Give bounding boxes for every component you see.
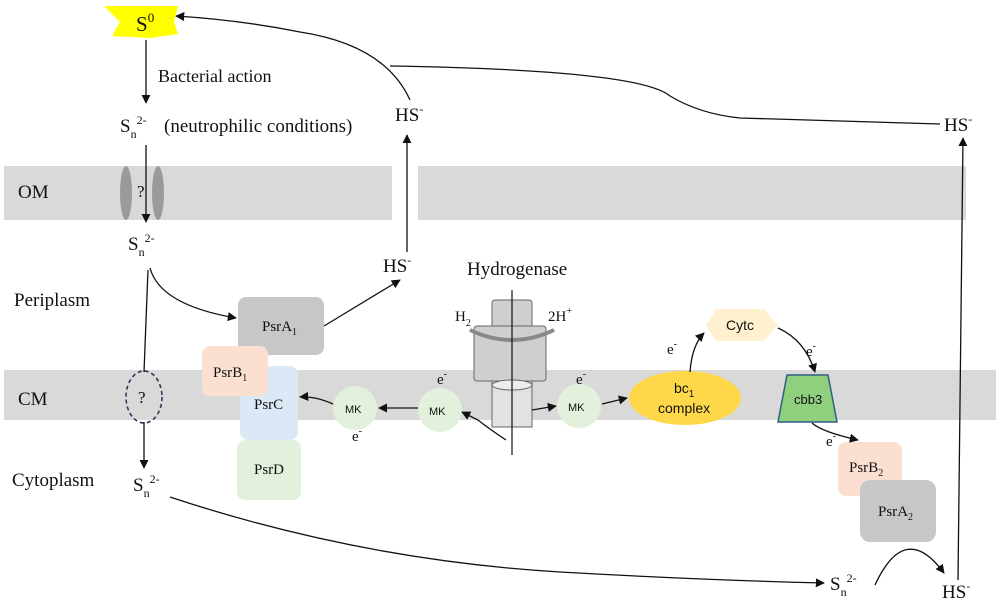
hs-bottom-label: HS- <box>942 579 970 603</box>
om-pore-right <box>152 166 164 220</box>
psrB1-label: PsrB1 <box>213 365 247 384</box>
cbb3-trapezoid <box>777 374 838 423</box>
sn-top-label: Sn2- <box>120 113 147 141</box>
hs-right-label: HS- <box>944 112 972 136</box>
h-plus-label: 2H+ <box>548 306 572 325</box>
outer-membrane-left <box>4 166 392 220</box>
sn-periplasm-label: Sn2- <box>128 231 155 259</box>
psrA2-box <box>860 480 936 542</box>
electron-label-cbb3: e- <box>826 431 836 450</box>
bc1-complex-ellipse <box>629 371 741 425</box>
h2-label: H2 <box>455 309 471 329</box>
psrA1-label: PsrA1 <box>262 319 297 338</box>
psrD-box <box>237 440 301 500</box>
hs-upper-label: HS- <box>395 102 423 126</box>
psrC-label: PsrC <box>254 397 283 413</box>
electron-label-cytc: e- <box>806 341 816 360</box>
s0-label: S0 <box>136 10 154 36</box>
bc1-complex-label: complex <box>658 400 710 416</box>
neutrophilic-label: (neutrophilic conditions) <box>164 116 352 137</box>
cbb3-label: cbb3 <box>794 392 822 407</box>
bacterial-action-label: Bacterial action <box>158 66 271 86</box>
cytoplasm-label: Cytoplasm <box>12 470 95 491</box>
cytc-hexagon <box>706 309 778 341</box>
sn-bottom-label: Sn2- <box>830 571 857 599</box>
mk-circle-2 <box>418 388 462 432</box>
psrB1-box <box>202 346 268 396</box>
om-label: OM <box>18 182 49 203</box>
hydrogenase-label: Hydrogenase <box>467 259 567 280</box>
mk-label-2: MK <box>429 406 446 418</box>
psrA2-label: PsrA2 <box>878 504 913 523</box>
electron-label-mk3: e- <box>576 369 586 388</box>
mk-label-3: MK <box>568 402 585 414</box>
electron-label-bc1: e- <box>667 339 677 358</box>
hs-periplasm-label: HS- <box>383 253 411 277</box>
electron-label-mk1: e- <box>352 426 362 445</box>
electron-label-mk2: e- <box>437 369 447 388</box>
cm-label: CM <box>18 389 48 410</box>
mk-label-1: MK <box>345 404 362 416</box>
cm-question-mark: ? <box>138 388 146 407</box>
om-pore-left <box>120 166 132 220</box>
om-question-mark: ? <box>137 182 145 201</box>
psrB2-label: PsrB2 <box>849 460 883 479</box>
arrows <box>139 11 968 588</box>
mk-circle-1 <box>333 386 377 430</box>
bc1-label: bc1 <box>674 380 695 400</box>
sn-cytoplasm-label: Sn2- <box>133 472 160 500</box>
periplasm-label: Periplasm <box>14 290 90 311</box>
cm-unknown-transporter <box>125 370 163 424</box>
psrD-label: PsrD <box>254 462 284 478</box>
psrA1-box <box>238 297 324 355</box>
mk-circle-3 <box>557 384 601 428</box>
s0-badge <box>104 6 178 38</box>
cytc-label: Cytc <box>726 317 754 333</box>
outer-membrane-right <box>418 166 966 220</box>
